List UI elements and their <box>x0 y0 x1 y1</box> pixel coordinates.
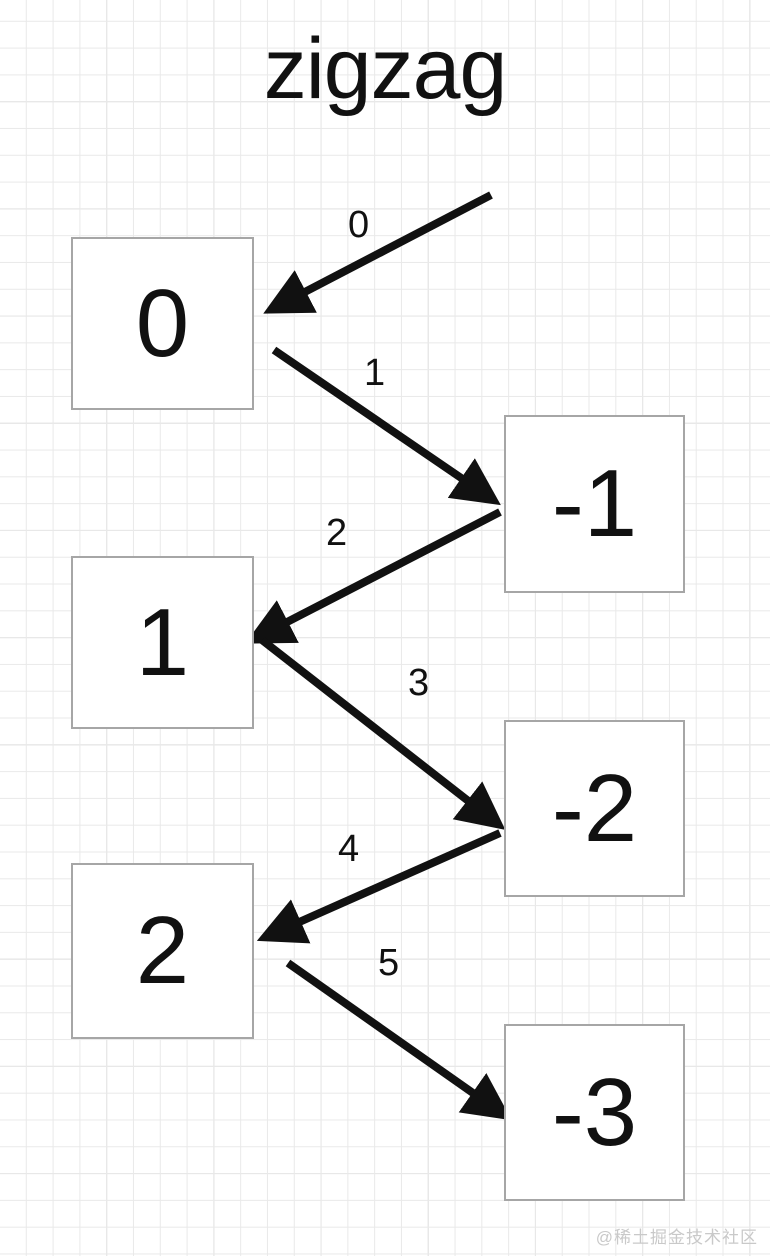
diagram-title: zigzag <box>263 21 508 117</box>
arrow-5 <box>285 959 512 1121</box>
edge-label-4: 4 <box>338 828 360 870</box>
node-label: 2 <box>135 897 190 1004</box>
node-label: -2 <box>551 754 638 862</box>
edge-label-1: 1 <box>364 352 386 394</box>
node-box-n0[interactable]: 0 <box>71 237 254 410</box>
node-box-nm2[interactable]: -2 <box>504 720 685 897</box>
arrow-4 <box>256 829 502 944</box>
edge-label-5: 5 <box>378 942 400 984</box>
arrow-1 <box>271 346 501 506</box>
edge-label-2: 2 <box>326 512 348 554</box>
node-label: 1 <box>135 588 190 696</box>
node-label: 0 <box>135 269 190 377</box>
arrow-0 <box>263 191 493 314</box>
arrow-3 <box>259 636 506 830</box>
node-box-nm3[interactable]: -3 <box>504 1024 685 1201</box>
arrow-2 <box>245 508 502 644</box>
edge-label-3: 3 <box>408 662 430 704</box>
node-label: -3 <box>551 1058 638 1166</box>
node-label: -1 <box>551 450 638 557</box>
watermark: @稀土掘金技术社区 <box>595 1228 758 1247</box>
edge-lines <box>245 191 512 1121</box>
node-box-n2[interactable]: 2 <box>71 863 254 1039</box>
node-box-nm1[interactable]: -1 <box>504 415 685 593</box>
edge-label-0: 0 <box>348 204 370 246</box>
node-box-n1[interactable]: 1 <box>71 556 254 729</box>
